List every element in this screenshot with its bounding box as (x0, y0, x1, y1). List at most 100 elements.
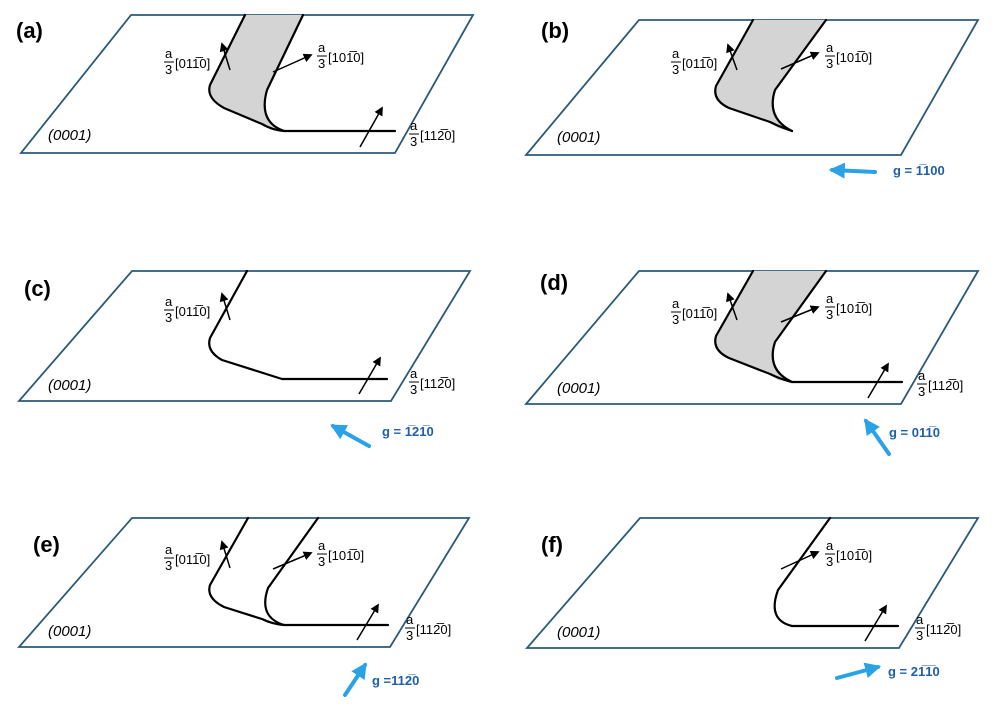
burgers-label-1: a 3 [011̅0] (671, 296, 717, 327)
stacking-fault (209, 15, 303, 131)
basal-plane (17, 270, 472, 402)
svg-text:a: a (410, 118, 418, 133)
burgers-label-3: a 3 [112̅0] (917, 368, 963, 399)
svg-text:[011̅0]: [011̅0] (682, 56, 717, 71)
panel-b: (b) (0001) a 3 [011̅0] a 3 [101̅0] g = 1… (524, 18, 980, 179)
svg-text:3: 3 (318, 554, 325, 569)
svg-text:3: 3 (165, 310, 172, 325)
svg-text:a: a (165, 542, 173, 557)
burgers-label-2: a 3 [101̅0] (317, 40, 364, 71)
stacking-fault (715, 20, 826, 131)
svg-text:a: a (165, 46, 173, 61)
partial-dislocation-left (208, 13, 286, 133)
burgers-arrow-3 (356, 603, 379, 641)
svg-text:3: 3 (410, 382, 417, 397)
burgers-arrow-1 (219, 42, 231, 71)
g-vector-label: g = 21̅1̅0 (888, 664, 940, 679)
svg-text:a: a (826, 538, 834, 553)
g-vector-label: g = 1̅100 (893, 163, 945, 178)
burgers-label-1: a 3 [011̅0] (164, 294, 210, 325)
svg-text:[011̅0]: [011̅0] (175, 552, 210, 567)
svg-text:a: a (318, 40, 326, 55)
svg-text:[112̅0]: [112̅0] (416, 622, 451, 637)
g-vector-label: g = 1̅21̅0 (382, 424, 434, 439)
burgers-label-1: a 3 [011̅0] (671, 46, 717, 77)
plane-label: (0001) (48, 127, 91, 144)
svg-text:a: a (826, 291, 834, 306)
svg-text:a: a (672, 296, 680, 311)
burgers-label-2: a 3 [101̅0] (825, 291, 872, 322)
svg-text:3: 3 (672, 62, 679, 77)
panel-label: (a) (16, 18, 43, 43)
svg-text:[011̅0]: [011̅0] (682, 306, 717, 321)
burgers-arrow-2 (358, 356, 381, 395)
svg-text:3: 3 (406, 628, 413, 643)
panel-e: (e) (0001) a 3 [011̅0] a 3 [101̅0] a 3 [… (17, 516, 471, 697)
partial-dislocation-left (714, 18, 794, 133)
panel-label: (d) (540, 270, 568, 295)
svg-text:[011̅0]: [011̅0] (175, 56, 210, 71)
svg-text:[112̅0]: [112̅0] (420, 376, 455, 391)
svg-text:[101̅0]: [101̅0] (328, 548, 364, 563)
svg-text:a: a (916, 612, 924, 627)
g-vector-label: g = 011̅0 (889, 425, 940, 440)
burgers-arrow-2 (780, 305, 820, 323)
burgers-arrow-1 (726, 43, 738, 71)
panel-label: (b) (541, 18, 569, 43)
g-vector-arrow (864, 418, 891, 456)
stacking-fault (715, 271, 826, 382)
partial-dislocation-right (771, 18, 828, 133)
burgers-label-1: a 3 [011̅0] (164, 46, 210, 77)
plane-label: (0001) (48, 377, 91, 394)
svg-text:3: 3 (672, 312, 679, 327)
g-vector-label: g =112̅0 (372, 673, 419, 688)
burgers-arrow-2 (272, 551, 313, 570)
g-vector-arrow (330, 424, 371, 448)
panel-label: (c) (24, 276, 51, 301)
burgers-arrow-1 (219, 292, 231, 321)
svg-text:[112̅0]: [112̅0] (926, 622, 961, 637)
svg-text:a: a (918, 368, 926, 383)
burgers-arrow-1 (780, 550, 820, 570)
panel-label: (e) (33, 532, 60, 557)
burgers-label-2: a 3 [101̅0] (317, 538, 364, 569)
g-vector-arrow (828, 162, 877, 179)
panel-a: (a) (0001) a 3 [011̅0] a 3 [101̅0] a 3 [… (16, 13, 475, 154)
basal-plane (525, 517, 980, 649)
dislocation-line (208, 269, 389, 381)
svg-text:[112̅0]: [112̅0] (420, 128, 455, 143)
burgers-arrow-1 (726, 292, 738, 321)
svg-text:a: a (318, 538, 326, 553)
g-vector-arrow (835, 662, 882, 680)
plane-label: (0001) (557, 129, 600, 146)
svg-text:[101̅0]: [101̅0] (328, 50, 364, 65)
svg-text:3: 3 (916, 628, 923, 643)
partial-dislocation-right (771, 269, 904, 384)
burgers-arrow-3 (867, 362, 889, 399)
burgers-arrow-2 (272, 53, 313, 73)
burgers-arrow-2 (864, 604, 887, 642)
panel-d: (d) (0001) a 3 [011̅0] a 3 [101̅0] a 3 [… (524, 269, 980, 456)
burgers-label-1: a 3 [011̅0] (164, 542, 210, 573)
burgers-label-3: a 3 [112̅0] (405, 612, 451, 643)
svg-text:3: 3 (410, 134, 417, 149)
panel-c: (c) (0001) a 3 [011̅0] a 3 [112̅0] g = 1… (17, 269, 472, 448)
partial-dislocation-left (714, 269, 794, 384)
plane-label: (0001) (48, 623, 91, 640)
svg-text:a: a (826, 40, 834, 55)
burgers-label-2: a 3 [112̅0] (915, 612, 961, 643)
plane-label: (0001) (557, 624, 600, 641)
svg-text:[101̅0]: [101̅0] (836, 50, 872, 65)
dislocation-line (773, 516, 900, 628)
partial-dislocation-right (264, 516, 390, 627)
panel-f: (f) (0001) a 3 [101̅0] a 3 [112̅0] g = 2… (525, 516, 980, 680)
svg-text:[112̅0]: [112̅0] (928, 378, 963, 393)
svg-text:3: 3 (826, 554, 833, 569)
svg-text:3: 3 (826, 307, 833, 322)
svg-text:[101̅0]: [101̅0] (836, 301, 872, 316)
basal-plane (17, 517, 471, 648)
burgers-arrow-1 (219, 540, 231, 569)
svg-text:3: 3 (165, 62, 172, 77)
svg-text:3: 3 (826, 56, 833, 71)
